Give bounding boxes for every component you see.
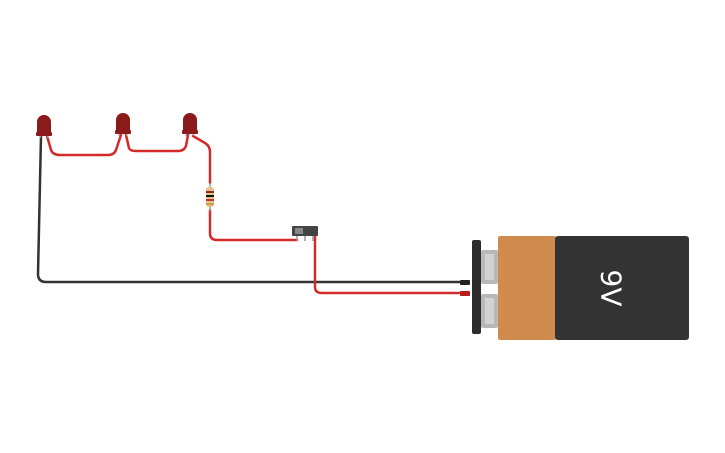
- led-2[interactable]: [115, 113, 131, 137]
- resistor[interactable]: [206, 183, 214, 211]
- led-1[interactable]: [36, 115, 52, 139]
- wire-resistor-switch[interactable]: [208, 208, 299, 242]
- wire-positive[interactable]: [313, 232, 468, 295]
- led-rim: [36, 132, 52, 136]
- led-rim: [115, 130, 131, 134]
- slide-switch[interactable]: [292, 226, 318, 241]
- wire-led2-led3[interactable]: [124, 133, 190, 153]
- battery-cap: [498, 236, 556, 340]
- resistor-band: [206, 191, 214, 193]
- battery-body: [555, 236, 689, 340]
- led-body: [183, 113, 197, 132]
- wire-led1-led2[interactable]: [45, 133, 123, 157]
- wire-negative[interactable]: [36, 134, 468, 284]
- wire-led3-resistor[interactable]: [191, 134, 212, 185]
- resistor-band: [206, 195, 214, 197]
- switch-slider[interactable]: [295, 228, 303, 234]
- battery-9v[interactable]: 9V: [460, 236, 689, 340]
- battery-clip: [472, 240, 481, 334]
- resistor-band: [206, 199, 214, 201]
- wires: [36, 133, 468, 295]
- terminal-highlight: [485, 298, 494, 324]
- wire-tip-positive: [460, 291, 470, 296]
- led-body: [116, 113, 130, 132]
- led-body: [37, 115, 51, 134]
- led-3[interactable]: [182, 113, 198, 137]
- led-rim: [182, 130, 198, 134]
- terminal-highlight: [485, 254, 494, 280]
- battery-label: 9V: [595, 270, 628, 307]
- resistor-band: [206, 203, 214, 205]
- wire-tip-negative: [460, 280, 470, 285]
